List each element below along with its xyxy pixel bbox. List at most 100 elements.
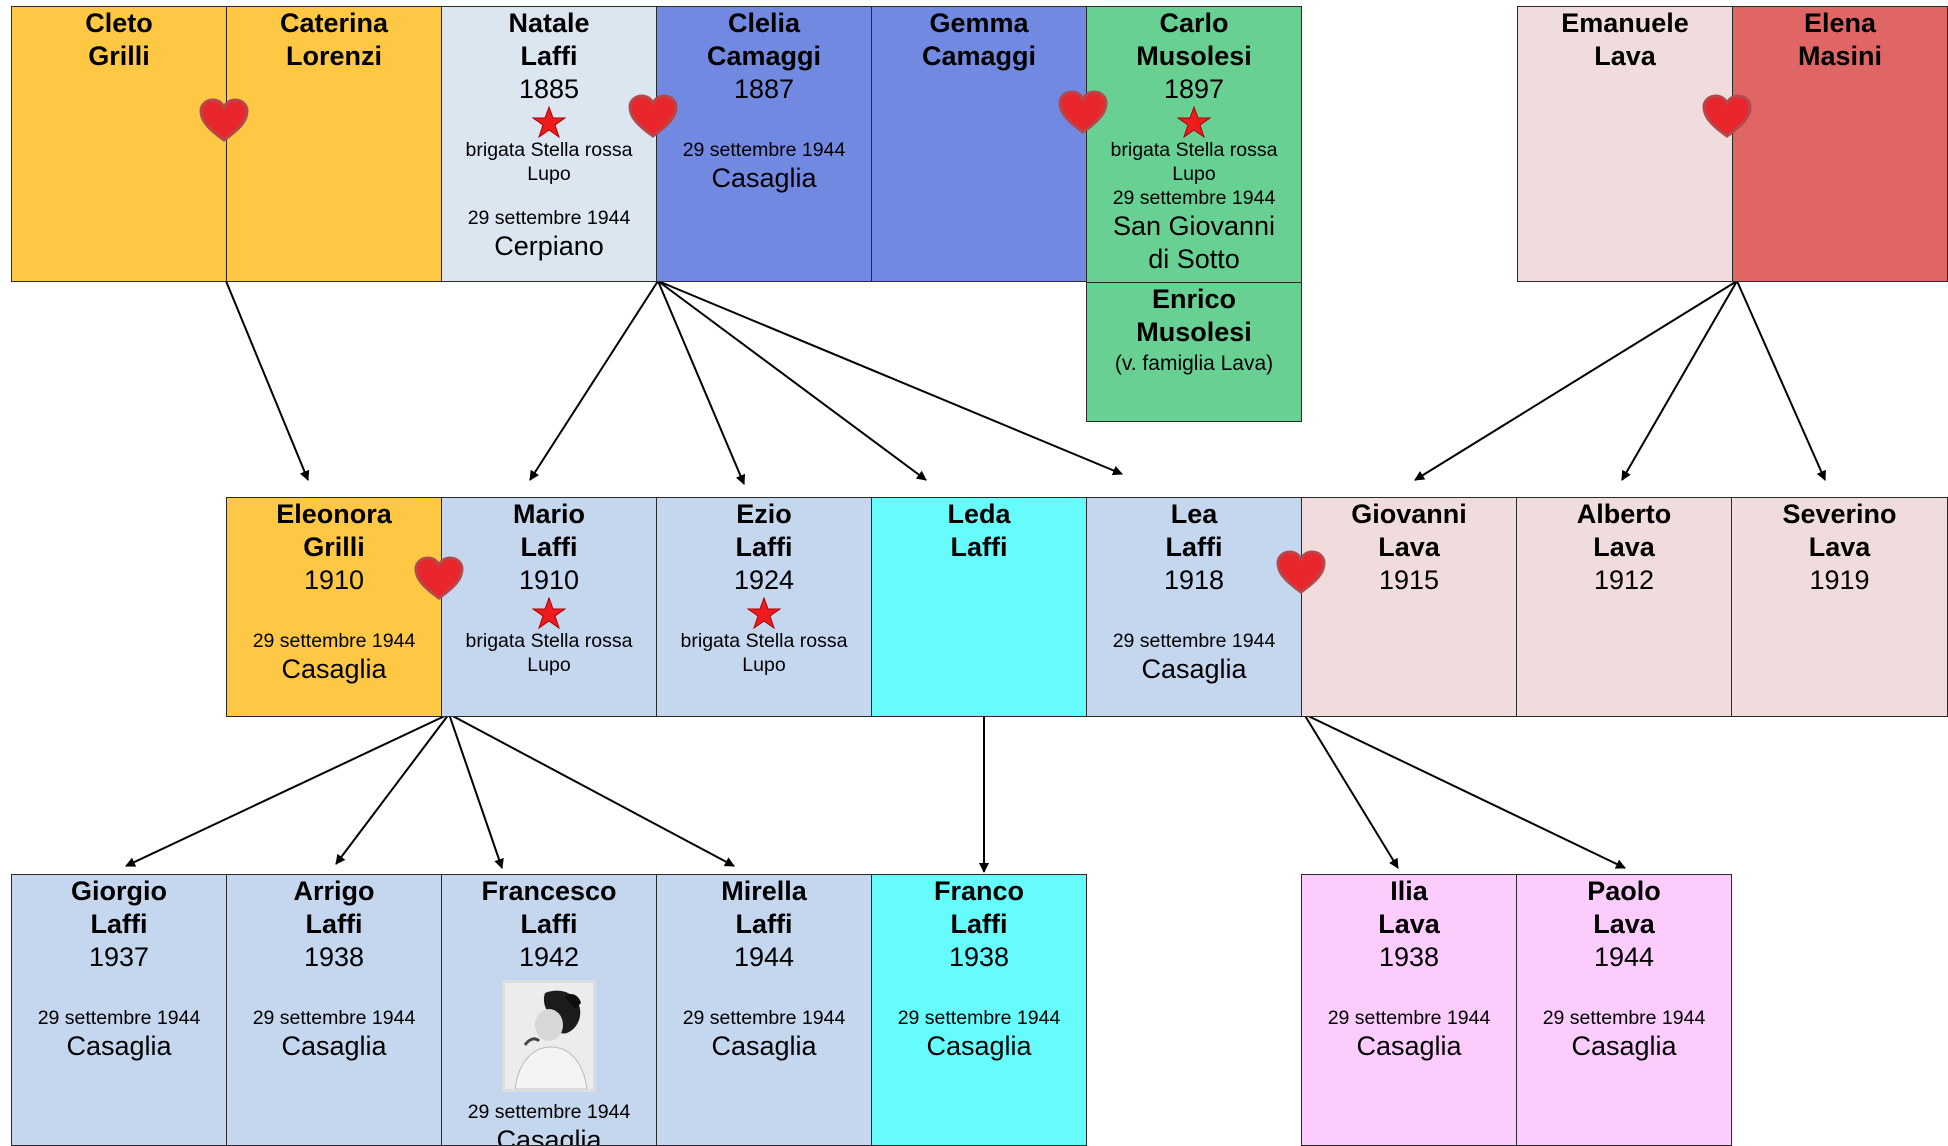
- person-paolo-lava: Paolo Lava 1944 29 settembre 1944 Casagl…: [1516, 874, 1732, 1146]
- birth-year: 1937: [88, 942, 150, 972]
- death-date: 29 settembre 1944: [1112, 630, 1276, 652]
- brigade-unit: Lupo: [742, 654, 786, 676]
- first-name: Carlo: [1159, 8, 1229, 38]
- last-name: Laffi: [305, 909, 363, 939]
- arrow-grilli-eleonora: [225, 280, 310, 481]
- birth-year: 1918: [1163, 565, 1225, 595]
- arrow-mario-mirella: [448, 713, 735, 867]
- birth-year: 1944: [1593, 942, 1655, 972]
- death-place: Casaglia: [711, 1031, 817, 1061]
- first-name: Gemma: [929, 8, 1029, 38]
- person-gemma-camaggi: Gemma Camaggi: [871, 6, 1087, 282]
- last-name: Lava: [1808, 532, 1871, 562]
- first-name: Mario: [512, 499, 585, 529]
- person-arrigo-laffi: Arrigo Laffi 1938 29 settembre 1944 Casa…: [226, 874, 442, 1146]
- arrow-mario-francesco: [448, 713, 504, 869]
- portrait-photo: [502, 980, 596, 1092]
- person-ilia-lava: Ilia Lava 1938 29 settembre 1944 Casagli…: [1301, 874, 1517, 1146]
- arrow-lea-paolo: [1303, 713, 1626, 869]
- first-name: Severino: [1782, 499, 1897, 529]
- heart-icon: [1058, 90, 1108, 134]
- heart-icon: [199, 98, 249, 142]
- brigade-name: brigata Stella rossa: [465, 630, 633, 652]
- birth-year: 1924: [733, 565, 795, 595]
- brigade-name: brigata Stella rossa: [465, 139, 633, 161]
- person-giovanni-lava: Giovanni Lava 1915: [1301, 497, 1517, 717]
- brigade-unit: Lupo: [1172, 163, 1216, 185]
- birth-year: 1938: [303, 942, 365, 972]
- first-name: Cleto: [85, 8, 153, 38]
- last-name: Laffi: [950, 909, 1008, 939]
- birth-year: 1944: [733, 942, 795, 972]
- last-name: Lava: [1593, 909, 1655, 939]
- first-name: Leda: [947, 499, 1011, 529]
- arrow-lava-severino: [1736, 280, 1826, 481]
- person-franco-laffi: Franco Laffi 1938 29 settembre 1944 Casa…: [871, 874, 1087, 1146]
- death-date: 29 settembre 1944: [897, 1007, 1061, 1029]
- last-name: Lava: [1594, 41, 1656, 71]
- birth-year: 1910: [518, 565, 580, 595]
- last-name: Grilli: [303, 532, 365, 562]
- last-name: Laffi: [735, 532, 793, 562]
- brigade-name: brigata Stella rossa: [1110, 139, 1278, 161]
- brigade-name: brigata Stella rossa: [680, 630, 848, 652]
- star-icon: [532, 106, 566, 138]
- first-name: Emanuele: [1561, 8, 1689, 38]
- death-place: Casaglia: [711, 163, 817, 193]
- first-name: Franco: [933, 876, 1025, 906]
- first-name: Natale: [508, 8, 590, 38]
- brigade-unit: Lupo: [527, 654, 571, 676]
- person-mario-laffi: Mario Laffi 1910 brigata Stella rossa Lu…: [441, 497, 657, 717]
- first-name: Enrico: [1151, 284, 1237, 314]
- death-date: 29 settembre 1944: [467, 1101, 631, 1123]
- arrow-mario-giorgio: [125, 713, 450, 867]
- birth-year: 1912: [1593, 565, 1655, 595]
- person-cleto-grilli: Cleto Grilli: [11, 6, 227, 282]
- person-giorgio-laffi: Giorgio Laffi 1937 29 settembre 1944 Cas…: [11, 874, 227, 1146]
- last-name: Masini: [1797, 41, 1883, 71]
- heart-icon: [1702, 94, 1752, 138]
- arrow-laffi-mario: [529, 280, 659, 481]
- first-name: Arrigo: [293, 876, 375, 906]
- arrow-lava-giovanni: [1414, 280, 1738, 481]
- first-name: Francesco: [481, 876, 617, 906]
- family-note: (v. famiglia Lava): [1114, 352, 1274, 375]
- death-date: 29 settembre 1944: [682, 139, 846, 161]
- first-name: Paolo: [1587, 876, 1661, 906]
- person-eleonora-grilli: Eleonora Grilli 1910 29 settembre 1944 C…: [226, 497, 442, 717]
- last-name: Laffi: [950, 532, 1008, 562]
- heart-icon: [1276, 550, 1326, 594]
- person-mirella-laffi: Mirella Laffi 1944 29 settembre 1944 Cas…: [656, 874, 872, 1146]
- birth-year: 1897: [1163, 74, 1225, 104]
- death-place: Casaglia: [1571, 1031, 1677, 1061]
- last-name: Laffi: [520, 909, 578, 939]
- death-place: Casaglia: [1356, 1031, 1462, 1061]
- death-place: Cerpiano: [494, 231, 604, 261]
- arrow-laffi-leda: [657, 280, 927, 481]
- last-name: Laffi: [520, 41, 578, 71]
- death-place: Casaglia: [281, 654, 387, 684]
- first-name: Caterina: [279, 8, 389, 38]
- arrow-lea-ilia: [1303, 713, 1399, 869]
- first-name: Giorgio: [71, 876, 167, 906]
- death-date: 29 settembre 1944: [252, 1007, 416, 1029]
- person-francesco-laffi: Francesco Laffi 1942 29 settembre 1944 C…: [441, 874, 657, 1146]
- person-natale-laffi: Natale Laffi 1885 brigata Stella rossa L…: [441, 6, 657, 282]
- person-alberto-lava: Alberto Lava 1912: [1516, 497, 1732, 717]
- arrow-lava-alberto: [1621, 280, 1738, 481]
- person-leda-laffi: Leda Laffi: [871, 497, 1087, 717]
- death-date: 29 settembre 1944: [1112, 187, 1276, 209]
- first-name: Alberto: [1576, 499, 1672, 529]
- death-place: Casaglia: [926, 1031, 1032, 1061]
- death-date: 29 settembre 1944: [682, 1007, 846, 1029]
- star-icon: [747, 597, 781, 629]
- person-caterina-lorenzi: Caterina Lorenzi: [226, 6, 442, 282]
- first-name: Eleonora: [276, 499, 392, 529]
- person-ezio-laffi: Ezio Laffi 1924 brigata Stella rossa Lup…: [656, 497, 872, 717]
- first-name: Ezio: [736, 499, 792, 529]
- death-place: San Giovanni: [1112, 211, 1276, 241]
- birth-year: 1938: [1378, 942, 1440, 972]
- last-name: Musolesi: [1136, 41, 1252, 71]
